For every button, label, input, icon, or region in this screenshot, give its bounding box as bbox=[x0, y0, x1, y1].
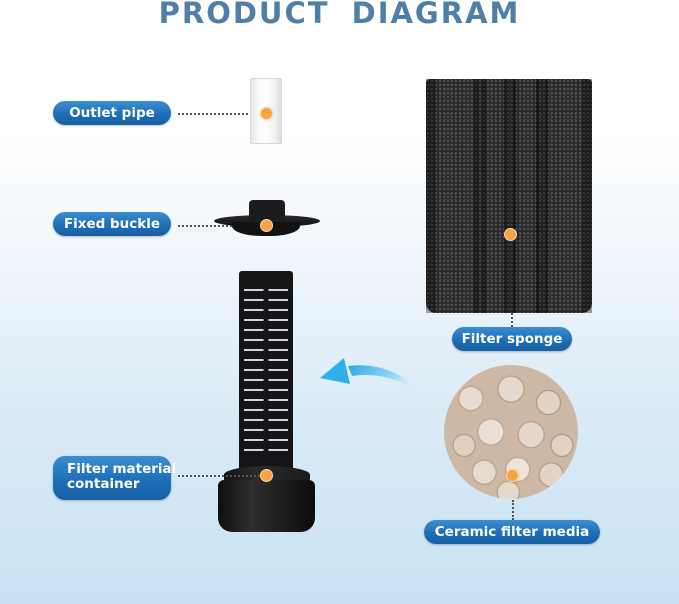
leader-line-filter-sponge bbox=[511, 313, 513, 327]
ceramic-filter-media-image bbox=[444, 365, 578, 499]
marker-filter-material-container bbox=[260, 469, 273, 482]
label-filter-material-container: Filter material container bbox=[53, 456, 176, 500]
marker-filter-sponge bbox=[504, 228, 517, 241]
container-slots bbox=[244, 283, 288, 457]
leader-line-outlet-pipe bbox=[178, 113, 260, 115]
page-title: PRODUCT DIAGRAM bbox=[158, 0, 521, 30]
sponge-groove-center bbox=[504, 79, 516, 313]
sponge-edge-right bbox=[582, 79, 592, 313]
marker-ceramic-filter-media bbox=[506, 469, 519, 482]
fixed-buckle-image bbox=[249, 200, 285, 220]
label-fixed-buckle-text: Fixed buckle bbox=[63, 216, 161, 232]
marker-outlet-pipe bbox=[260, 107, 273, 120]
label-ceramic-filter-media: Ceramic filter media bbox=[424, 520, 600, 544]
label-filter-material-container-line1: Filter material bbox=[67, 461, 177, 477]
container-base bbox=[218, 480, 315, 532]
label-filter-sponge-text: Filter sponge bbox=[461, 331, 563, 347]
filter-material-container-image bbox=[239, 271, 293, 473]
label-outlet-pipe: Outlet pipe bbox=[53, 101, 171, 125]
leader-line-ceramic-filter-media bbox=[512, 500, 514, 520]
label-ceramic-filter-media-text: Ceramic filter media bbox=[434, 524, 590, 540]
curved-arrow-icon bbox=[320, 358, 426, 398]
marker-fixed-buckle bbox=[260, 219, 273, 232]
leader-line-fixed-buckle bbox=[178, 225, 260, 227]
sponge-groove-left bbox=[474, 79, 486, 313]
filter-sponge-image bbox=[426, 79, 592, 313]
label-filter-sponge: Filter sponge bbox=[452, 327, 572, 351]
leader-line-filter-material-container bbox=[178, 475, 260, 477]
label-filter-material-container-line2: container bbox=[67, 476, 140, 492]
sponge-edge-left bbox=[426, 79, 436, 313]
sponge-groove-right bbox=[536, 79, 548, 313]
label-fixed-buckle: Fixed buckle bbox=[53, 212, 171, 236]
label-outlet-pipe-text: Outlet pipe bbox=[69, 105, 155, 121]
